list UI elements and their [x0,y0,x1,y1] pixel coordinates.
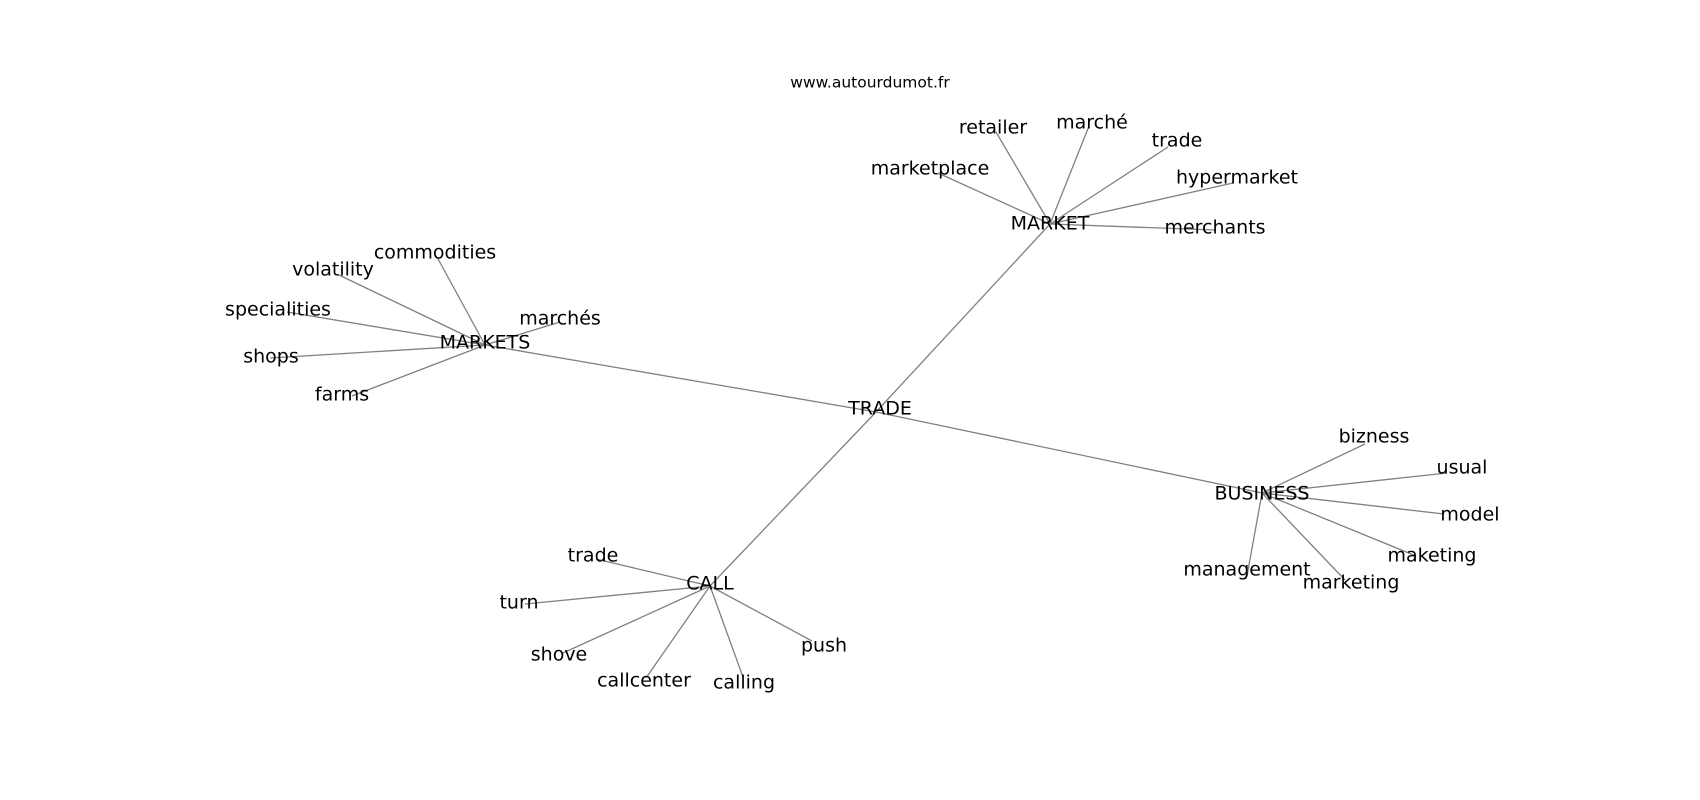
leaf-node-label: calling [713,672,775,694]
edge-business-leaf [1261,472,1448,494]
source-label[interactable]: www.autourdumot.fr [790,74,950,92]
edge-business-leaf [1261,443,1366,494]
edge-call-leaf [645,585,711,679]
edge-trade-markets [484,344,877,413]
leaf-node-label: specialities [225,299,331,321]
hub-node-label: MARKET [1011,213,1090,235]
leaf-node-label: marketplace [871,158,990,180]
edge-market-leaf [995,131,1051,225]
edge-market-leaf [1049,125,1090,225]
leaf-node-label: usual [1437,457,1488,479]
leaf-node-label: hypermarket [1176,167,1298,189]
leaf-node-label: shops [243,346,299,368]
edge-trade-market [875,223,1051,413]
leaf-node-label: retailer [959,117,1027,139]
edge-market-leaf [1049,182,1234,225]
leaf-node-label: shove [531,644,588,666]
edge-markets-leaf [269,344,486,359]
edge-markets-leaf [436,256,486,346]
edge-call-leaf [562,585,711,654]
edge-business-leaf [1261,492,1346,581]
edge-trade-call [709,411,877,587]
edge-markets-leaf [338,274,486,346]
leaf-node-label: farms [315,384,369,406]
leaf-node-label: model [1440,504,1499,526]
edge-call-leaf [595,558,711,587]
edge-business-leaf [1246,492,1263,577]
leaf-node-label: marchés [519,308,601,330]
hub-node-label: BUSINESS [1215,483,1310,505]
leaf-node-label: callcenter [597,670,691,692]
edge-business-leaf [1261,492,1445,515]
leaf-node-label: commodities [374,242,496,264]
leaf-node-label: bizness [1339,426,1410,448]
leaf-node-label: merchants [1164,217,1265,239]
edge-markets-leaf [484,321,561,346]
hub-node-label: MARKETS [440,332,531,354]
leaf-node-label: trade [568,545,619,567]
center-node-label: TRADE [847,398,912,420]
leaf-node-label: turn [499,592,538,614]
edge-business-leaf [1261,492,1417,557]
leaf-node-label: marché [1056,112,1128,134]
edge-market-leaf [1049,223,1216,231]
edge-markets-leaf [286,311,486,346]
edge-call-leaf [709,585,744,678]
edge-call-leaf [524,585,711,605]
leaf-node-label: management [1183,559,1310,581]
hub-node-label: CALL [686,573,734,595]
edge-market-leaf [1049,146,1169,225]
edge-market-leaf [937,172,1051,225]
graph-labels: www.autourdumot.fr TRADE retailer marché t… [225,74,1500,694]
leaf-node-label: trade [1152,130,1203,152]
edge-trade-business [875,411,1263,494]
leaf-node-label: push [801,635,847,657]
edge-call-leaf [709,585,813,642]
graph-edges [269,125,1448,679]
leaf-node-label: marketing [1303,572,1400,594]
leaf-node-label: volatility [292,259,374,281]
edge-markets-leaf [351,344,486,397]
leaf-node-label: maketing [1388,545,1477,567]
